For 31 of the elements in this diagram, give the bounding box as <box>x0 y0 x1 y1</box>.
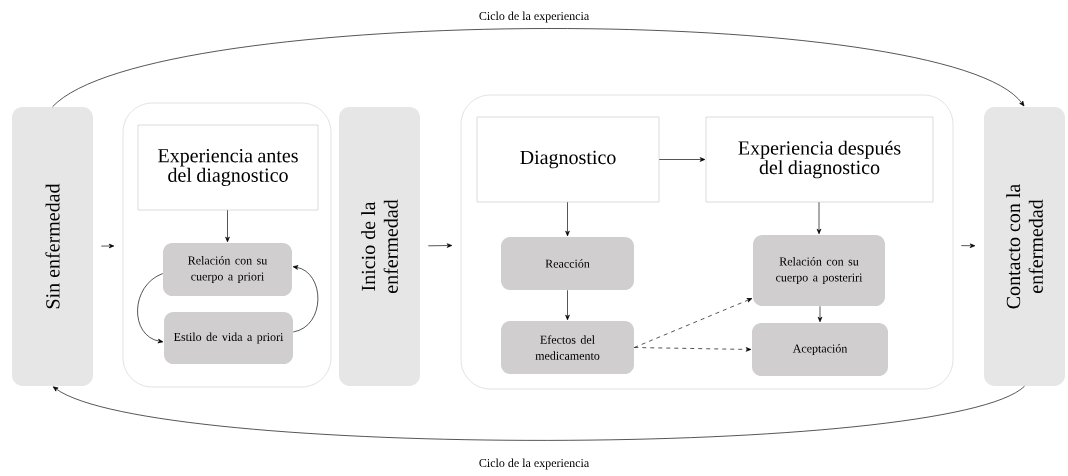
arrow <box>52 385 1025 441</box>
heading-box: Diagnostico <box>476 116 660 203</box>
arrow <box>816 201 822 235</box>
arrow <box>817 305 823 323</box>
stage-bar: Inicio de la enfermedad <box>339 107 420 386</box>
edge-label: Ciclo de la experiencia <box>477 457 591 471</box>
arrow <box>565 289 570 321</box>
process-box: Estilo de vida a priori <box>164 312 293 364</box>
stage-bar: Contacto con la enfermedad <box>984 107 1065 386</box>
stage-bar: Sin enfermedad <box>12 107 93 386</box>
arrow <box>658 157 706 162</box>
arrow <box>565 201 570 237</box>
heading-box: Experiencia después del diagnostico <box>705 116 934 203</box>
arrow <box>633 347 752 352</box>
process-box: Relación con su cuerpo a priori <box>163 243 292 296</box>
arrow <box>427 243 453 248</box>
arrow <box>633 298 753 348</box>
arrow <box>292 265 319 333</box>
group-frame <box>460 94 954 390</box>
group-frame <box>122 102 332 388</box>
process-box: Aceptación <box>752 323 888 376</box>
arrow <box>225 209 230 243</box>
process-box: Reacción <box>501 237 634 290</box>
arrow <box>137 273 164 344</box>
process-box: Relación con su cuerpo a posteriri <box>753 235 885 306</box>
heading-box: Experiencia antes del diagnostico <box>137 124 319 211</box>
arrow <box>960 243 976 248</box>
arrow <box>100 243 115 249</box>
process-box: Efectos del medicamento <box>501 321 634 374</box>
arrow <box>52 28 1025 108</box>
edge-label: Ciclo de la experiencia <box>477 10 591 24</box>
